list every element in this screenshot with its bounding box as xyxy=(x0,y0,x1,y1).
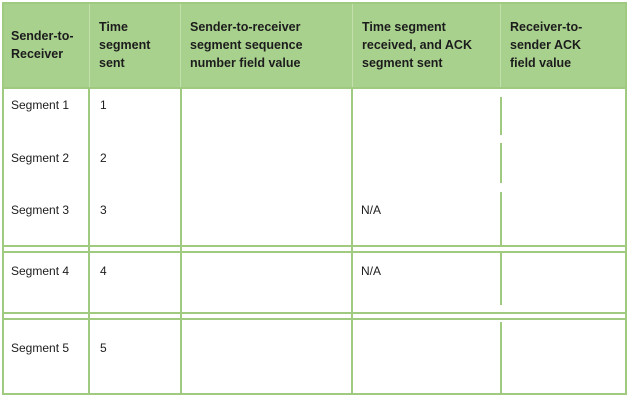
header-cell-ack-field-value: Receiver-to-sender ACK field value xyxy=(500,2,627,88)
cell-time-segment-sent: 2 xyxy=(100,151,107,165)
cell-time-received-ack xyxy=(352,341,500,395)
grid-line-vertical xyxy=(88,88,90,393)
cell-sequence-number-value xyxy=(180,203,352,245)
cell-segment-label: Segment 1 xyxy=(11,98,70,112)
cell-time-received-ack: N/A xyxy=(361,203,382,217)
cell-ack-field-value xyxy=(500,151,627,193)
grid-line-horizontal xyxy=(2,312,627,314)
cell-segment-label: Segment 5 xyxy=(11,341,70,355)
cell-time-received-ack xyxy=(352,151,500,193)
cell-sequence-number-value xyxy=(180,151,352,193)
header-label: Time segment received, and ACK segment s… xyxy=(362,20,472,70)
table-row-segment-1: Segment 1 1 xyxy=(2,88,627,141)
table-row-segment-2: Segment 2 2 xyxy=(2,141,627,193)
grid-line-horizontal xyxy=(2,245,627,247)
cell-ack-field-value xyxy=(500,98,627,141)
table-row-segment-4: Segment 4 4 N/A xyxy=(2,252,627,312)
cell-time-segment-sent: 3 xyxy=(100,203,107,217)
cell-ack-field-value xyxy=(500,264,627,312)
grid-line-horizontal xyxy=(2,251,627,253)
cell-time-received-ack xyxy=(352,98,500,141)
table-row-segment-3: Segment 3 3 N/A xyxy=(2,193,627,245)
cell-time-segment-sent: 1 xyxy=(100,98,107,112)
grid-line-vertical-segment xyxy=(500,143,502,183)
cell-segment-label: Segment 4 xyxy=(11,264,70,278)
cell-segment-label: Segment 2 xyxy=(11,151,70,165)
cell-ack-field-value xyxy=(500,203,627,245)
header-cell-sequence-number-field: Sender-to-receiver segment sequence numb… xyxy=(180,2,352,88)
grid-line-vertical xyxy=(351,88,353,393)
grid-line-vertical-segment xyxy=(500,252,502,305)
header-label: Time segment sent xyxy=(99,20,151,70)
grid-line-vertical-segment xyxy=(500,322,502,393)
grid-line-horizontal xyxy=(2,87,627,89)
cell-time-received-ack: N/A xyxy=(361,264,382,278)
grid-line-vertical-segment xyxy=(500,97,502,135)
cell-sequence-number-value xyxy=(180,98,352,141)
table-row-segment-5: Segment 5 5 xyxy=(2,320,627,395)
cell-time-segment-sent: 5 xyxy=(100,341,107,355)
grid-line-horizontal xyxy=(2,318,627,320)
cell-time-segment-sent: 4 xyxy=(100,264,107,278)
header-label: Sender-to-receiver segment sequence numb… xyxy=(190,20,303,70)
cell-segment-label: Segment 3 xyxy=(11,203,70,217)
grid-line-vertical-segment xyxy=(500,192,502,245)
header-cell-sender-to-receiver: Sender-to-Receiver xyxy=(2,2,89,88)
grid-line-vertical xyxy=(180,88,182,393)
table-header-row: Sender-to-Receiver Time segment sent Sen… xyxy=(2,2,627,88)
cell-ack-field-value xyxy=(500,341,627,395)
cell-sequence-number-value xyxy=(180,264,352,312)
header-label: Receiver-to-sender ACK field value xyxy=(510,20,583,70)
header-label: Sender-to-Receiver xyxy=(11,29,74,61)
header-cell-time-segment-sent: Time segment sent xyxy=(89,2,180,88)
cell-sequence-number-value xyxy=(180,341,352,395)
header-cell-time-received-ack-sent: Time segment received, and ACK segment s… xyxy=(352,2,500,88)
